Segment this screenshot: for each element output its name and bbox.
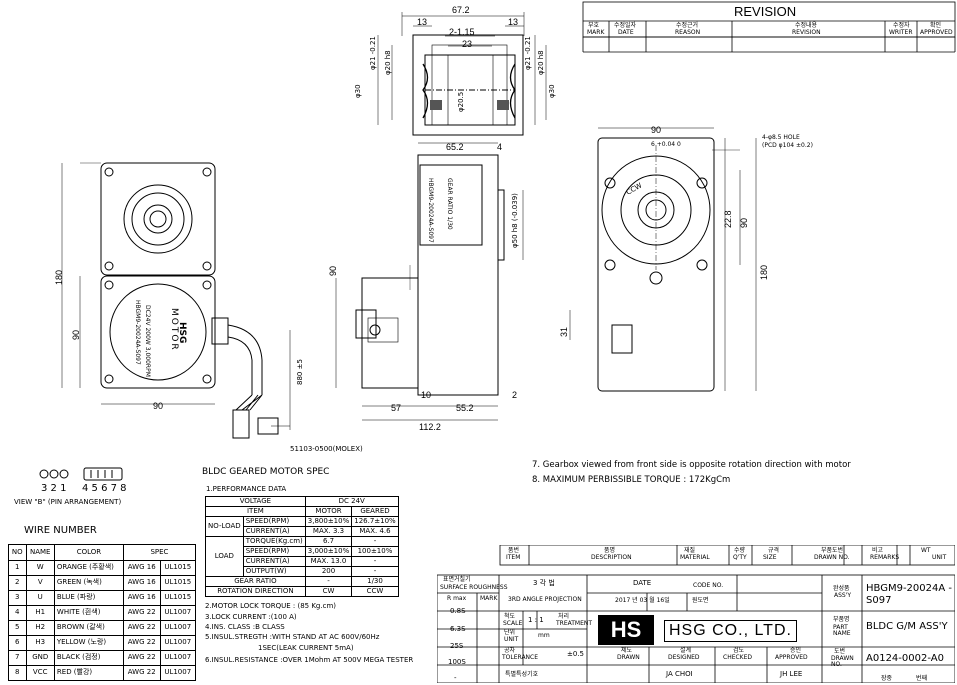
rev-h-date-ko: 수정일자 [614,22,637,29]
title-block-grid [437,545,955,683]
wire-h-color: COLOR [53,544,124,561]
note-7: 7. Gearbox viewed from front side is opp… [532,460,851,470]
dim-top-phi21r: φ21 -0.21 [524,36,532,70]
dim-side-2: 2 [512,390,518,400]
pin-nums-right: 4 5 6 7 8 [82,483,127,494]
dim-top-23: 23 [462,39,473,49]
nameplate-model: HBGM9-20024A-S097 [134,300,141,365]
rev-h-writer-ko: 수정자 [893,22,910,29]
rev-h-reason-en: REASON [675,29,701,36]
rev-h-approved-en: APPROVED [920,29,953,36]
side-view [335,142,524,421]
revision-grid [582,1,956,53]
rev-h-reason-ko: 수정근거 [676,22,699,29]
dim-top-overall: 67.2 [452,5,470,15]
wire-header-row: NO NAME COLOR SPEC [8,544,197,561]
gearbox-label-model: HBGM9-20024A-S097 [427,178,434,243]
dim-right-31: 31 [559,326,569,337]
nameplate-spec: DC24V 200W 3,000RPM [144,305,151,377]
dim-side-652: 65.2 [446,142,464,152]
dim-side-1122: 112.2 [419,422,441,432]
spec-load: LOAD [205,536,244,577]
dim-right-pcd: (PCD φ104 ±0.2) [762,142,813,149]
dim-left-90v: 90 [71,329,81,340]
connector-label: 51103-0500(MOLEX) [290,445,363,453]
company-name: HSG CO., LTD. [664,620,797,642]
spec-section1: 1.PERFORMANCE DATA [206,485,287,493]
spec-motor: MOTOR [304,506,353,517]
spec-voltage-label: VOLTAGE [205,496,306,507]
top-section-view [377,12,547,136]
dim-top-2-115: 2-1.15 [449,27,475,37]
nameplate-word: MOTOR [169,308,179,352]
dim-side-57: 57 [391,403,402,413]
dim-right-hole: 4-φ8.5 HOLE [762,134,800,141]
dim-top-13a: 13 [417,17,428,27]
spec-geared: GEARED [351,506,399,517]
rev-h-approved-ko: 확인 [930,22,942,29]
wire-h-no: NO [8,544,27,561]
dim-top-phi205: φ20.5 [457,91,465,112]
dim-side-552: 55.2 [456,403,474,413]
dim-left-90h: 90 [153,401,164,411]
dim-top-13b: 13 [508,17,519,27]
rev-h-mark-ko: 부호 [588,22,600,29]
spec-voltage-value: DC 24V [304,496,399,507]
dim-left-180: 180 [54,269,64,285]
rev-h-writer-en: WRITER [889,29,913,36]
dim-side-10: 10 [421,390,432,400]
dim-right-90v: 90 [739,217,749,228]
revision-title: REVISION [734,4,797,19]
note-8: 8. MAXIMUM PERBISSIBLE TORQUE : 172KgCm [532,475,731,485]
pin-connector-icon [39,467,123,481]
dim-right-180: 180 [759,264,769,280]
dim-right-90: 90 [651,125,662,135]
wire-h-spec: SPEC [122,544,197,561]
rev-h-date-en: DATE [618,29,634,36]
spec-item: ITEM [205,506,306,517]
dim-top-phi30-right: φ30 [548,84,556,98]
rev-h-revision-ko: 수정내용 [795,22,818,29]
dim-side-phi50: φ50 h8 (-0.039) [511,193,519,248]
dim-top-phi21: φ21 -0.21 [369,36,377,70]
right-front-view [569,127,757,392]
rev-h-mark-en: MARK [587,29,605,36]
dim-side-90: 90 [328,265,338,276]
dim-left-cable: 880 ±5 [296,359,304,385]
left-plan-view [61,162,291,439]
spec-title: BLDC GEARED MOTOR SPEC [202,467,330,477]
dim-top-phi20: φ20 h8 [384,50,392,75]
rev-h-revision-en: REVISION [792,29,821,36]
pin-caption: VIEW "B" (PIN ARRANGEMENT) [14,498,122,506]
wire-h-name: NAME [25,544,55,561]
pin-nums-left: 3 2 1 [41,483,67,494]
dim-right-6: 6 +0.04 0 [651,141,681,148]
hsg-logo-mark: HS [598,615,654,645]
dim-top-phi30-left: φ30 [354,84,362,98]
wire-title: WIRE NUMBER [24,525,97,536]
gearbox-label-ratio: GEAR RATIO 1/30 [446,178,453,230]
dim-right-228: 22.8 [723,210,733,228]
spec-noload: NO-LOAD [205,516,244,537]
dim-side-4: 4 [497,142,503,152]
dim-top-phi20r: φ20 h8 [537,50,545,75]
